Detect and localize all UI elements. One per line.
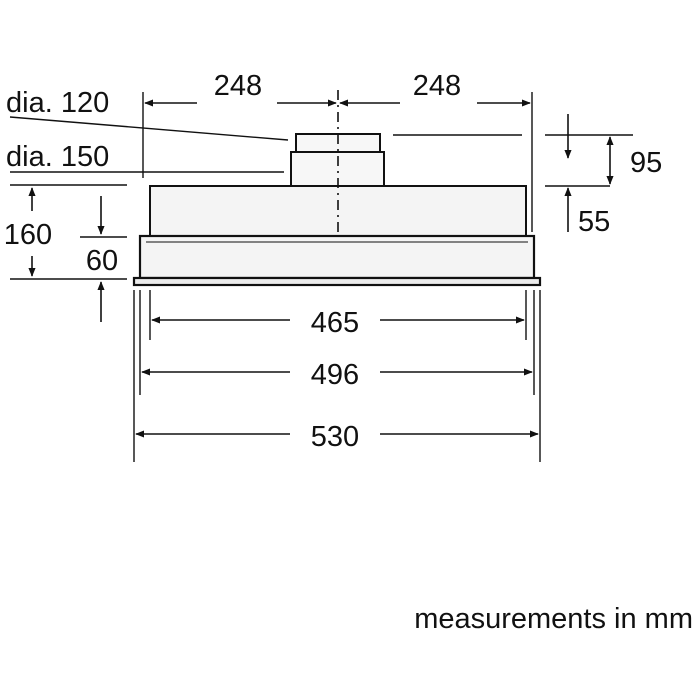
bottom-rim bbox=[132, 276, 542, 287]
dim-top-left-248: 248 bbox=[214, 70, 262, 102]
dim-height-160: 160 bbox=[4, 219, 52, 251]
dim-width-530: 530 bbox=[311, 421, 359, 453]
housing-frame bbox=[138, 234, 536, 280]
dim-dia-120: dia. 120 bbox=[6, 87, 109, 119]
dim-width-496: 496 bbox=[311, 359, 359, 391]
dim-width-465: 465 bbox=[311, 307, 359, 339]
dim-duct-95: 95 bbox=[630, 147, 662, 179]
dim-offset-55: 55 bbox=[578, 206, 610, 238]
dim-dia-150: dia. 150 bbox=[6, 141, 109, 173]
dim-top-right-248: 248 bbox=[413, 70, 461, 102]
units-note: measurements in mm bbox=[414, 603, 693, 635]
dim-frame-60: 60 bbox=[86, 245, 118, 277]
